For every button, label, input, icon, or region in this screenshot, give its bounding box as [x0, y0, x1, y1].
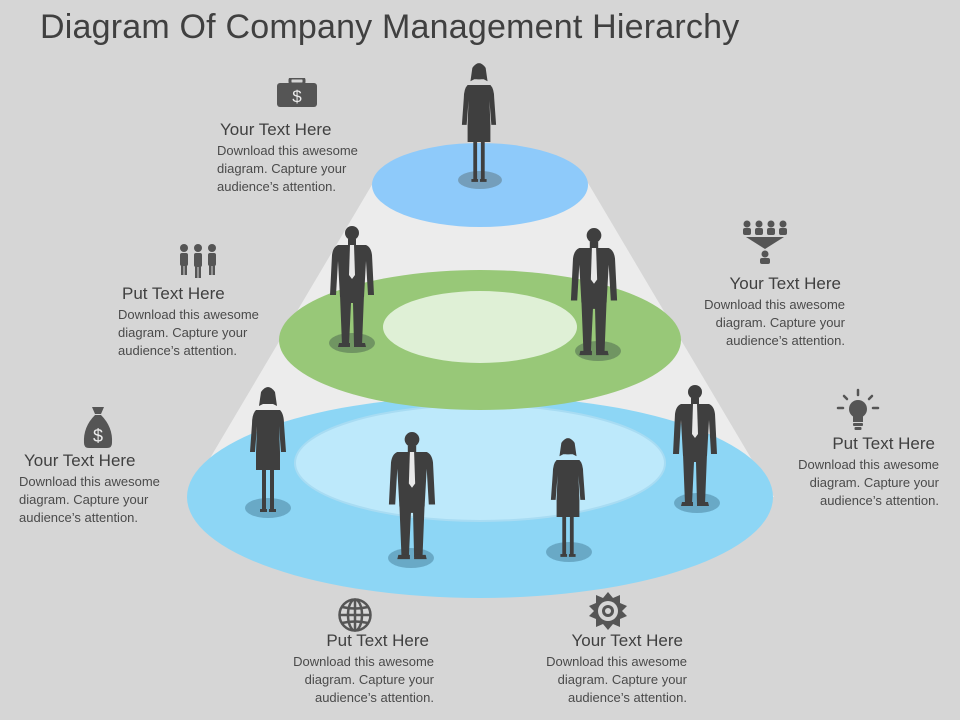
svg-text:$: $ — [93, 426, 103, 446]
person-shadow — [245, 498, 291, 518]
block-body-line: audience’s attention. — [819, 493, 939, 508]
block-body-line: Download this awesome — [704, 297, 845, 312]
block-body-line: Download this awesome — [798, 457, 939, 472]
block-body-line: audience’s attention. — [19, 510, 139, 525]
block-body-line: diagram. Capture your — [809, 475, 939, 490]
person-shadow — [329, 333, 375, 353]
block-body-line: diagram. Capture your — [217, 161, 347, 176]
block-body-line: diagram. Capture your — [557, 672, 687, 687]
block-body-line: Download this awesome — [293, 654, 434, 669]
text-block-4: Your Text Here Download this awesome dia… — [19, 451, 219, 527]
globe-icon — [338, 598, 372, 632]
person-shadow — [546, 542, 592, 562]
tier-middle-inner — [383, 291, 577, 363]
money-bag-icon: $ — [83, 407, 113, 448]
block-heading: Put Text Here — [122, 284, 225, 303]
block-body-line: audience’s attention. — [314, 690, 434, 705]
svg-text:$: $ — [292, 87, 302, 106]
hierarchy-funnel-icon — [743, 220, 787, 264]
block-body-line: Download this awesome — [19, 474, 160, 489]
text-block-6: Put Text Here Download this awesome diag… — [234, 631, 434, 707]
block-body-line: audience’s attention. — [217, 179, 337, 194]
people-group-icon — [180, 244, 216, 278]
block-heading: Your Text Here — [729, 274, 841, 293]
gear-target-icon — [589, 592, 627, 630]
block-body-line: diagram. Capture your — [19, 492, 149, 507]
text-block-3: Your Text Here Download this awesome dia… — [645, 274, 845, 350]
block-heading: Put Text Here — [832, 434, 935, 453]
briefcase-dollar-icon: $ — [277, 78, 317, 107]
block-body-line: diagram. Capture your — [715, 315, 845, 330]
page-title: Diagram Of Company Management Hierarchy — [40, 8, 740, 46]
text-block-5: Put Text Here Download this awesome diag… — [739, 434, 939, 510]
block-heading: Your Text Here — [571, 631, 683, 650]
block-body-line: audience’s attention. — [118, 343, 238, 358]
light-bulb-icon — [836, 388, 880, 430]
person-shadow — [388, 548, 434, 568]
block-body-line: audience’s attention. — [725, 333, 845, 348]
text-block-7: Your Text Here Download this awesome dia… — [487, 631, 687, 707]
block-body-line: diagram. Capture your — [304, 672, 434, 687]
block-heading: Your Text Here — [220, 120, 332, 139]
block-body-line: diagram. Capture your — [118, 325, 248, 340]
block-body-line: Download this awesome — [217, 143, 358, 158]
block-body-line: Download this awesome — [118, 307, 259, 322]
block-body-line: audience’s attention. — [567, 690, 687, 705]
text-block-1: Your Text Here Download this awesome dia… — [217, 120, 417, 196]
block-heading: Put Text Here — [326, 631, 429, 650]
block-body-line: Download this awesome — [546, 654, 687, 669]
text-block-2: Put Text Here Download this awesome diag… — [118, 284, 318, 360]
block-heading: Your Text Here — [24, 451, 136, 470]
